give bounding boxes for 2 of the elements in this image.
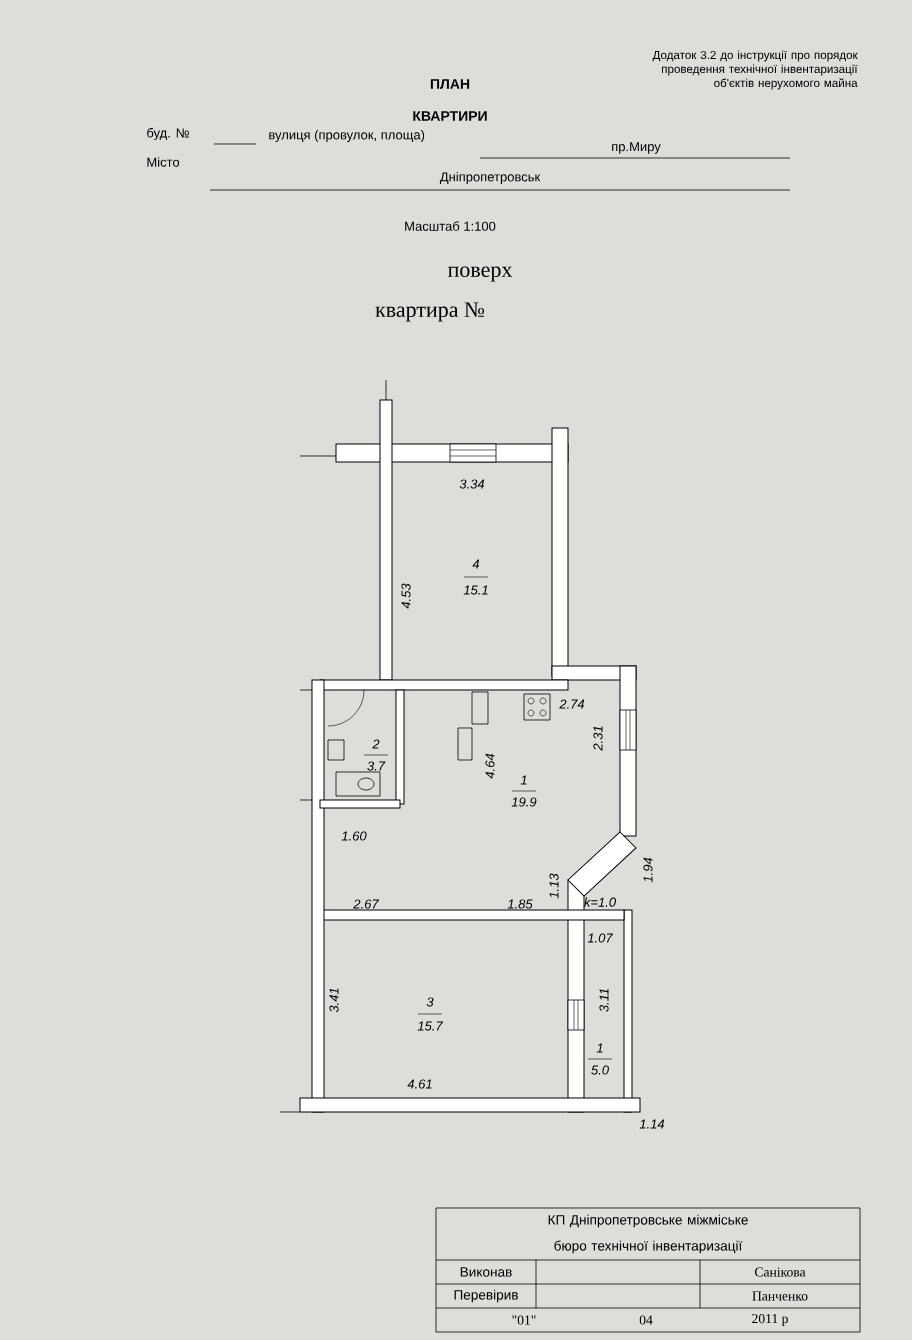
floor-heading: поверх [448,266,513,282]
apartment-heading: квартира № [375,302,485,322]
